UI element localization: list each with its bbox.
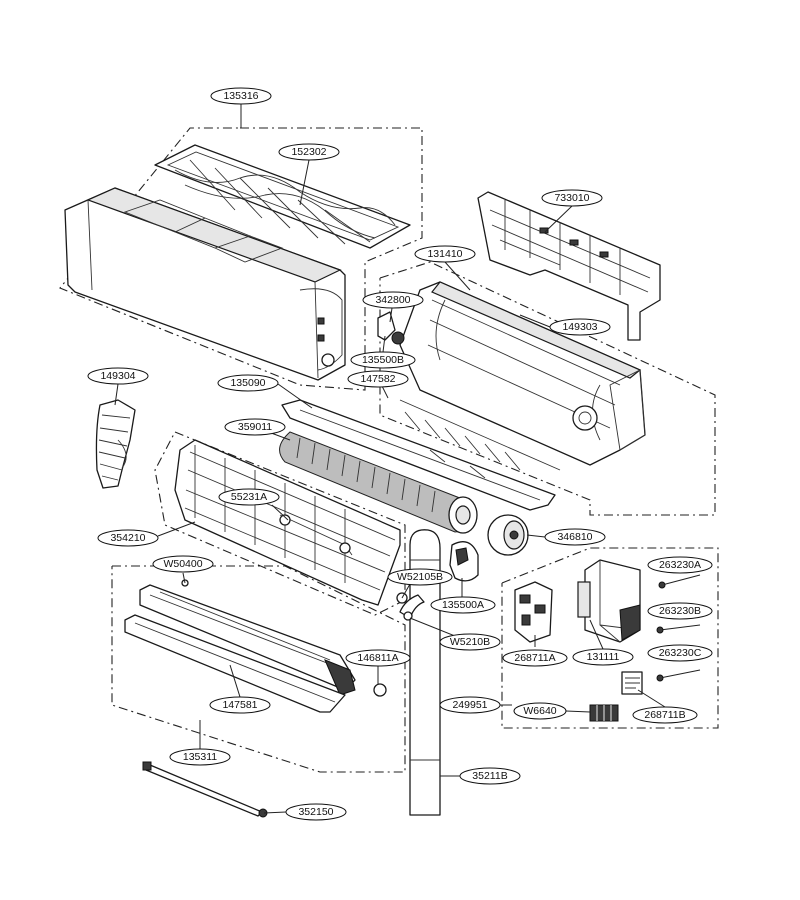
part-label: W52105B: [397, 571, 443, 583]
callout-135500B: 135500B: [350, 351, 416, 369]
callout-268711B: 268711B: [632, 706, 698, 724]
part-label: 131111: [587, 651, 620, 663]
part-label: 352150: [298, 806, 333, 818]
lower-panel: [124, 614, 346, 713]
part-label: 131410: [427, 248, 462, 260]
pcb-main: [514, 581, 553, 643]
part-label: 55231A: [231, 491, 267, 503]
callout-131410: 131410: [414, 245, 476, 263]
callout-W50400: W50400: [152, 555, 214, 573]
callout-135316: 135316: [210, 87, 272, 105]
group-box-lower-panel: [111, 565, 406, 773]
terminal-block: [589, 704, 619, 722]
part-label: 135500A: [442, 599, 484, 611]
part-label: 135311: [183, 751, 217, 763]
part-label: 268711A: [514, 652, 555, 664]
callout-135090: 135090: [217, 374, 279, 392]
fan-motor: [487, 514, 529, 556]
callout-W52105B: W52105B: [387, 568, 453, 586]
part-label: 346810: [557, 531, 592, 543]
callout-249951: 249951: [439, 696, 501, 714]
cross-flow-fan: [279, 431, 478, 534]
sensor-wires: [656, 574, 701, 682]
callout-354210: 354210: [97, 529, 159, 547]
callout-359011: 359011: [224, 418, 286, 436]
callout-146811A: 146811A: [345, 649, 411, 667]
part-label: 354210: [110, 532, 145, 544]
display-label: [621, 671, 643, 695]
callout-149303: 149303: [549, 318, 611, 336]
part-label: 135090: [230, 377, 265, 389]
callout-55231A: 55231A: [218, 488, 280, 506]
part-label: 263230C: [659, 647, 702, 659]
drain-hose: [399, 529, 441, 816]
part-label: 35211B: [472, 770, 507, 782]
lower-panel-frame: [139, 584, 356, 696]
part-label: 359011: [238, 421, 272, 433]
callout-147582: 147582: [347, 370, 409, 388]
part-label: 147582: [360, 373, 395, 385]
callout-263230C: 263230C: [647, 644, 713, 662]
part-label: 149303: [562, 321, 597, 333]
wire-harness: [142, 761, 268, 818]
part-label: 263230B: [659, 605, 701, 617]
callout-733010: 733010: [541, 189, 603, 207]
main-chassis: [399, 281, 646, 471]
part-label: 263230A: [659, 559, 701, 571]
callout-346810: 346810: [544, 528, 606, 546]
callout-135500A: 135500A: [430, 596, 496, 614]
callout-268711A: 268711A: [502, 649, 568, 667]
callout-263230B: 263230B: [647, 602, 713, 620]
callout-152302: 152302: [278, 143, 340, 161]
group-box-evaporator: [154, 431, 406, 616]
callout-149304: 149304: [87, 367, 149, 385]
part-label: 733010: [554, 192, 589, 204]
callout-263230A: 263230A: [647, 556, 713, 574]
part-label: 135316: [223, 90, 258, 102]
callout-131111: 131111: [572, 648, 634, 666]
control-box: [577, 559, 641, 643]
callout-135311: 135311: [169, 748, 231, 766]
motor-cover: [449, 541, 479, 582]
callout-342800: 342800: [362, 291, 424, 309]
part-label: 268711B: [644, 709, 685, 721]
callout-W5210B: W5210B: [439, 633, 501, 651]
side-louver: [95, 399, 136, 489]
group-box-electrical: [501, 547, 719, 729]
part-label: 149304: [100, 370, 135, 382]
part-label: 342800: [375, 294, 410, 306]
part-label: W5210B: [450, 636, 490, 648]
callout-35211B: 35211B: [459, 767, 521, 785]
callout-147581: 147581: [209, 696, 271, 714]
wall-mounting-plate: [477, 191, 661, 341]
part-label: 152302: [291, 146, 326, 158]
part-label: 135500B: [362, 354, 404, 366]
part-label: 146811A: [357, 652, 398, 664]
callout-W6640: W6640: [513, 702, 567, 720]
callout-352150: 352150: [285, 803, 347, 821]
part-label: 249951: [452, 699, 487, 711]
part-label: W6640: [523, 705, 556, 717]
part-label: W50400: [163, 558, 202, 570]
front-grille-frame: [154, 144, 411, 249]
part-label: 147581: [222, 699, 257, 711]
front-cover-housing: [64, 187, 346, 381]
group-box-front-panel: [59, 127, 423, 391]
evaporator-coil: [174, 439, 401, 606]
